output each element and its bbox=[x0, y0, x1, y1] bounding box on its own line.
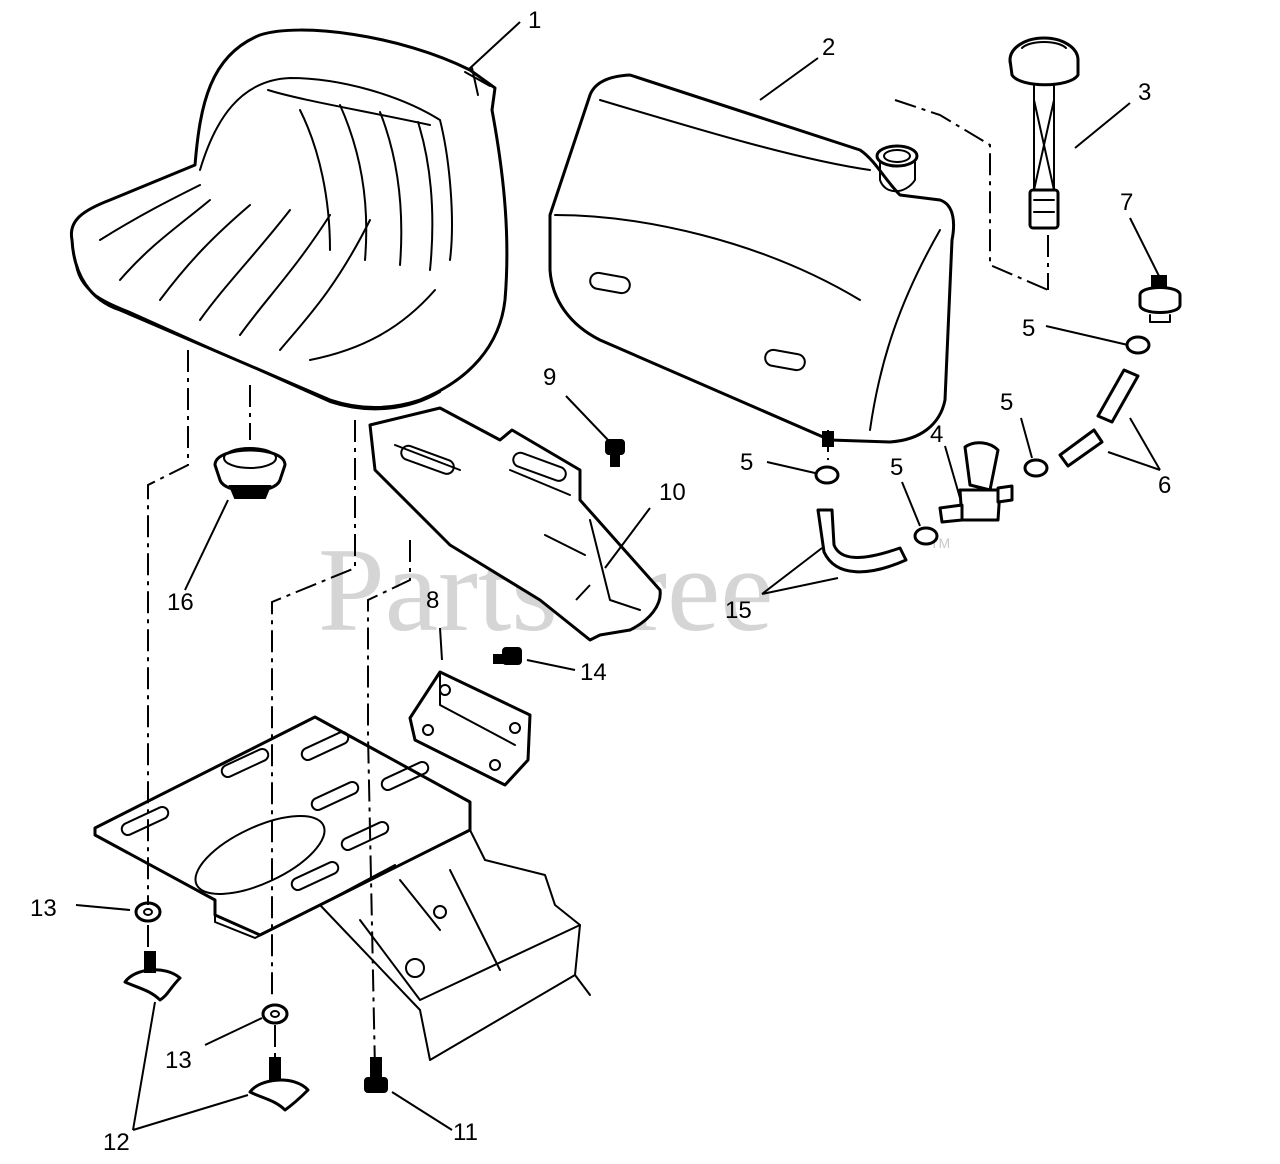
screw-part bbox=[364, 1057, 388, 1093]
callout-10: 10 bbox=[659, 479, 686, 506]
leader-lines bbox=[75, 21, 1161, 1131]
wing-knob-part bbox=[123, 951, 310, 1112]
seat-pan-frame-part bbox=[93, 715, 591, 1061]
fuel-gauge-part bbox=[1008, 36, 1080, 230]
callout-1: 1 bbox=[528, 7, 541, 34]
callout-5d: 5 bbox=[890, 454, 903, 481]
callout-5c: 5 bbox=[740, 449, 753, 476]
bracket-part bbox=[368, 406, 662, 642]
callout-13a: 13 bbox=[30, 895, 57, 922]
callout-11: 11 bbox=[453, 1119, 478, 1146]
fuel-tank-part bbox=[548, 73, 955, 447]
clamp-part bbox=[814, 335, 1151, 546]
callout-16: 16 bbox=[167, 589, 194, 616]
washer-part bbox=[134, 901, 289, 1025]
callout-5b: 5 bbox=[1000, 389, 1013, 416]
callout-15: 15 bbox=[725, 597, 752, 624]
callout-14: 14 bbox=[580, 659, 607, 686]
callout-6: 6 bbox=[1158, 472, 1171, 499]
assembly-lines bbox=[147, 99, 1049, 1071]
fuel-hose-part bbox=[816, 368, 1140, 574]
vent-cap-part bbox=[1138, 275, 1182, 323]
shutoff-valve-part bbox=[938, 441, 1014, 524]
seat-part bbox=[69, 28, 509, 411]
callout-7: 7 bbox=[1120, 189, 1133, 216]
seat-knob-part bbox=[213, 447, 287, 499]
callout-12: 12 bbox=[103, 1129, 130, 1156]
callout-5a: 5 bbox=[1022, 315, 1035, 342]
callout-4: 4 bbox=[930, 421, 943, 448]
mounting-plate-part bbox=[408, 670, 532, 787]
callout-3: 3 bbox=[1138, 79, 1151, 106]
bolt-part bbox=[493, 439, 625, 665]
callout-numbers: 1 2 3 7 5 5 9 5 4 5 6 10 15 16 8 14 13 1… bbox=[30, 7, 1171, 1156]
callout-8: 8 bbox=[426, 587, 439, 614]
callout-9: 9 bbox=[543, 364, 556, 391]
callout-2: 2 bbox=[822, 34, 835, 61]
callout-13b: 13 bbox=[165, 1047, 192, 1074]
